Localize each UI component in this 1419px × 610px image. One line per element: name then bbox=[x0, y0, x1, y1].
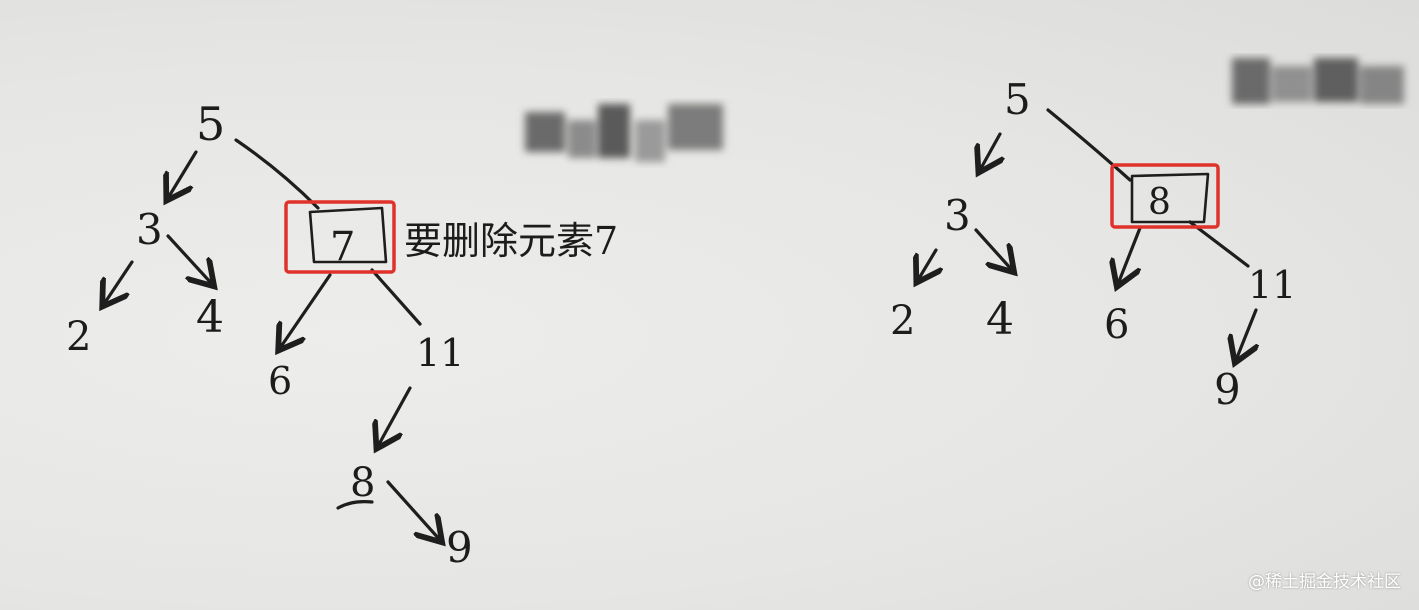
edge-5-7 bbox=[234, 138, 320, 210]
edge-5-3 bbox=[168, 150, 198, 198]
node-3-right: 3 bbox=[944, 191, 971, 240]
blurred-label-left bbox=[525, 104, 723, 162]
node-5-left: 5 bbox=[196, 97, 225, 151]
node-6-right: 6 bbox=[1104, 302, 1129, 348]
edge-7-6 bbox=[280, 273, 332, 348]
node-4-right: 4 bbox=[986, 294, 1014, 345]
right-tree: 5 3 8 2 4 6 11 9 bbox=[890, 75, 1296, 414]
underline-8 bbox=[336, 500, 374, 510]
node-7-left: 7 bbox=[330, 224, 355, 270]
edge-3-2 bbox=[104, 260, 134, 304]
node-4-left: 4 bbox=[196, 292, 224, 343]
node-11-left: 11 bbox=[416, 331, 464, 375]
edge-11-8 bbox=[378, 386, 412, 446]
edge-8-9 bbox=[386, 480, 440, 540]
highlight-box-left bbox=[284, 200, 396, 274]
left-tree: 5 3 7 2 4 6 11 8 9 要删除元素7 bbox=[66, 97, 618, 572]
node-9-left: 9 bbox=[446, 523, 473, 572]
blurred-label-right bbox=[1232, 58, 1404, 104]
watermark: @稀土掘金技术社区 bbox=[1248, 572, 1401, 592]
node-8-left: 8 bbox=[350, 460, 375, 506]
edge-3-4 bbox=[166, 234, 212, 284]
node-5-right: 5 bbox=[1004, 75, 1031, 124]
highlight-box-right bbox=[1110, 163, 1220, 229]
node-2-right: 2 bbox=[890, 298, 915, 344]
edge-8-11-right bbox=[1188, 220, 1250, 268]
node-9-right: 9 bbox=[1214, 365, 1241, 414]
delete-annotation: 要删除元素7 bbox=[404, 219, 618, 263]
node-box-7 bbox=[308, 206, 388, 264]
node-2-left: 2 bbox=[66, 314, 91, 360]
node-box-8 bbox=[1130, 172, 1210, 224]
edge-11-9-right bbox=[1236, 308, 1256, 360]
node-6-left: 6 bbox=[268, 359, 292, 403]
edge-3-4-right bbox=[974, 228, 1012, 270]
node-11-right: 11 bbox=[1248, 263, 1296, 307]
edge-5-3-right bbox=[980, 132, 1000, 170]
edge-3-2-right bbox=[918, 248, 936, 280]
edge-5-8-right bbox=[1046, 108, 1132, 182]
edge-7-11 bbox=[370, 268, 422, 326]
node-8-right: 8 bbox=[1148, 182, 1171, 223]
edge-8-6-right bbox=[1118, 226, 1142, 284]
node-3-left: 3 bbox=[136, 205, 163, 254]
